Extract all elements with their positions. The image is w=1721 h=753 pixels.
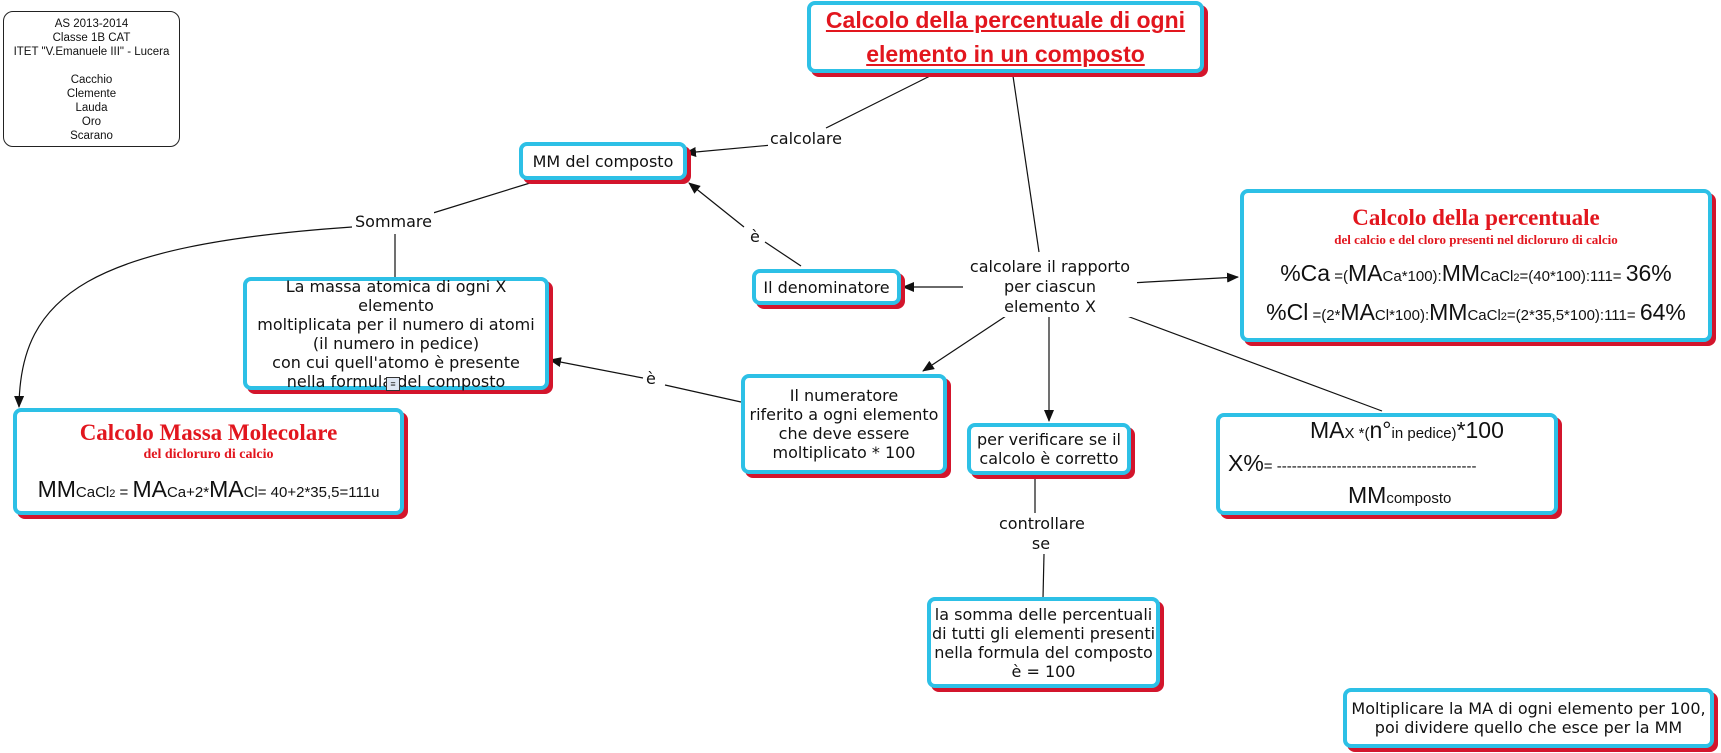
mm-composto-node[interactable]: MM del composto — [519, 142, 687, 180]
label-e-numeratore: è — [644, 369, 658, 389]
numeratore-line: che deve essere — [778, 424, 910, 443]
credits-line: Oro — [81, 116, 102, 128]
credits-line: Lauda — [75, 102, 108, 114]
label-calcolare: calcolare — [768, 129, 844, 149]
title-line: elemento in un composto — [866, 41, 1145, 67]
moltiplicare-node[interactable]: Moltiplicare la MA di ogni elemento per … — [1343, 688, 1714, 748]
credits-line: Classe 1B CAT — [52, 32, 131, 44]
numeratore-line: Il numeratore — [789, 386, 899, 405]
verificare-line: calcolo è corretto — [979, 449, 1119, 468]
link-e-massa — [549, 357, 644, 379]
massa-line: La massa atomica di ogni X elemento — [285, 276, 507, 315]
denominatore-text: Il denominatore — [763, 277, 890, 297]
credits-line: ITET "V.Emanuele III" - Lucera — [13, 46, 170, 58]
calcolo-percentuale-node[interactable]: Calcolo della percentuale del calcio e d… — [1240, 189, 1712, 342]
link-title-calcolare — [825, 75, 931, 129]
label-e-denominatore: è — [748, 227, 762, 247]
verificare-node[interactable]: per verificare se il calcolo è corretto — [967, 423, 1131, 475]
link-e-mm — [688, 182, 745, 228]
link-title-rapporto — [1012, 75, 1040, 253]
link-controllare-somma — [1042, 553, 1045, 599]
massa-atomica-node[interactable]: La massa atomica di ogni X elemento molt… — [243, 276, 549, 391]
label-controllare-se: controllare se — [997, 514, 1085, 554]
label-sommare: Sommare — [353, 212, 434, 232]
massa-line: con cui quell'atomo è presente — [272, 352, 520, 372]
moltiplicare-line: Moltiplicare la MA di ogni elemento per … — [1351, 699, 1706, 718]
formula-numerator: MAX *(n°in pedice)*100 — [1310, 417, 1504, 443]
massa-line: moltiplicata per il numero di atomi — [257, 314, 535, 334]
calcolo-perc-title: Calcolo della percentuale — [1352, 205, 1600, 230]
denominatore-node[interactable]: Il denominatore — [752, 269, 901, 305]
title-node[interactable]: Calcolo della percentuale di ogni elemen… — [807, 1, 1204, 73]
calcolo-perc-subtitle: del calcio e del cloro presenti nel dicl… — [1334, 232, 1618, 247]
credits-line — [4, 59, 179, 73]
credits-line: Scarano — [70, 130, 113, 142]
somma-line: di tutti gli elementi presenti — [931, 623, 1156, 643]
link-rapporto-numeratore — [922, 315, 1007, 372]
formula-calcio: %Ca =(MACa*100):MMCaCl2=(40*100):111= 36… — [1280, 260, 1672, 286]
formula-denominator: MMcomposto — [1348, 482, 1452, 508]
label-calcolare-rapporto: calcolare il rapporto per ciascun elemen… — [963, 257, 1137, 317]
title-line: Calcolo della percentuale di ogni — [825, 7, 1186, 33]
calcolo-mm-subtitle: del dicloruro di calcio — [143, 447, 274, 462]
numeratore-node[interactable]: Il numeratore riferito a ogni elemento c… — [741, 374, 947, 474]
credits-box: AS 2013-2014 Classe 1B CAT ITET "V.Emanu… — [3, 11, 180, 147]
link-mm-sommare — [432, 182, 531, 214]
formula-cloro: %Cl =(2*MACl*100):MMCaCl2=(2*35,5*100):1… — [1266, 299, 1686, 325]
somma-line: la somma delle percentuali — [934, 604, 1153, 624]
link-denominatore-e — [764, 241, 802, 267]
somma-line: è = 100 — [1011, 661, 1076, 681]
numeratore-line: riferito a ogni elemento — [749, 405, 939, 424]
calcolo-mm-node[interactable]: Calcolo Massa Molecolare del dicloruro d… — [13, 408, 404, 515]
link-rapporto-formula — [1126, 315, 1383, 412]
mm-composto-text: MM del composto — [532, 151, 674, 171]
massa-line: (il numero in pedice) — [312, 333, 480, 353]
attachment-icon[interactable]: ≡ — [386, 377, 400, 391]
numeratore-line: moltiplicato * 100 — [772, 443, 916, 462]
credits-line: Clemente — [66, 88, 117, 100]
verificare-line: per verificare se il — [977, 430, 1121, 449]
link-sommare-calcolo-mm — [14, 226, 353, 408]
calcolo-mm-formula: MMCaCl2 = MACa+2*MACl= 40+2*35,5=111u — [37, 476, 380, 502]
formula-fraction-line: X%= ------------------------------------… — [1228, 450, 1477, 476]
somma-line: nella formula del composto — [934, 642, 1153, 662]
link-rapporto-perc — [1129, 272, 1239, 284]
formula-node[interactable]: MAX *(n°in pedice)*100 X%= -------------… — [1216, 413, 1558, 515]
credits-line: Cacchio — [70, 74, 113, 86]
somma-node[interactable]: la somma delle percentuali di tutti gli … — [927, 597, 1160, 688]
credits-line: AS 2013-2014 — [54, 18, 129, 30]
calcolo-mm-title: Calcolo Massa Molecolare — [79, 420, 338, 445]
link-calcolare-mm — [684, 144, 773, 157]
link-numeratore-e — [664, 384, 742, 403]
moltiplicare-line: poi dividere quello che esce per la MM — [1374, 718, 1683, 737]
